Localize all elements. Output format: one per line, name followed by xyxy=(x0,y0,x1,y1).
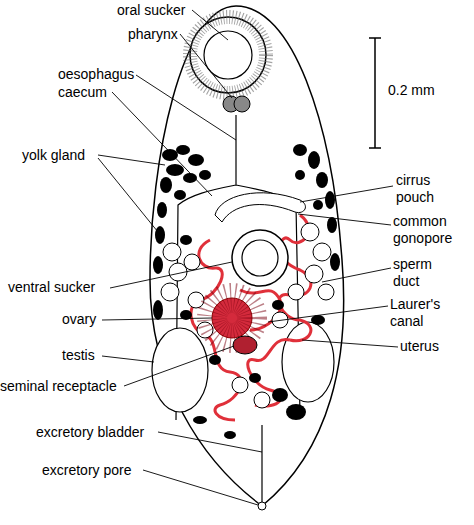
part-label: ovary xyxy=(62,311,96,328)
body-outline xyxy=(150,6,344,506)
oral-sucker-shape xyxy=(190,17,266,93)
part-label: seminal receptacle xyxy=(0,378,117,395)
part-label: caecum xyxy=(58,84,107,101)
cirrus-pouch-shape xyxy=(215,193,305,222)
part-label: cirrus pouch xyxy=(396,172,452,206)
testis-shape xyxy=(282,322,334,402)
pharynx-shape xyxy=(234,96,250,112)
part-label: ventral sucker xyxy=(8,279,95,296)
yolk-gland-shape xyxy=(153,144,340,439)
testis-shape xyxy=(152,328,208,412)
excretory-bladder-line xyxy=(261,425,262,503)
follicle-shape xyxy=(161,223,334,408)
part-label: common gonopore xyxy=(393,213,465,247)
part-label: sperm duct xyxy=(393,256,445,290)
part-label: yolk gland xyxy=(22,147,85,164)
excretory-pore-shape xyxy=(258,502,266,510)
part-label: testis xyxy=(62,347,95,364)
uterus-coil xyxy=(191,215,311,420)
part-label: oesophagus xyxy=(58,66,134,83)
scale-bar xyxy=(369,38,381,148)
part-label: excretory pore xyxy=(42,462,131,479)
part-label: oral sucker xyxy=(117,2,185,19)
oral-sucker-radial xyxy=(190,17,266,93)
ovary-shape xyxy=(212,298,252,338)
part-label: pharynx xyxy=(128,26,178,43)
ovary-texture xyxy=(212,298,252,338)
part-label: Laurer's canal xyxy=(390,296,454,330)
ventral-sucker-inner xyxy=(242,240,278,276)
seminal-receptacle-shape xyxy=(233,336,257,354)
part-label: 0.2 mm xyxy=(388,82,435,99)
part-label: uterus xyxy=(400,338,439,355)
ventral-sucker-shape xyxy=(232,230,288,286)
part-label: excretory bladder xyxy=(36,424,144,441)
